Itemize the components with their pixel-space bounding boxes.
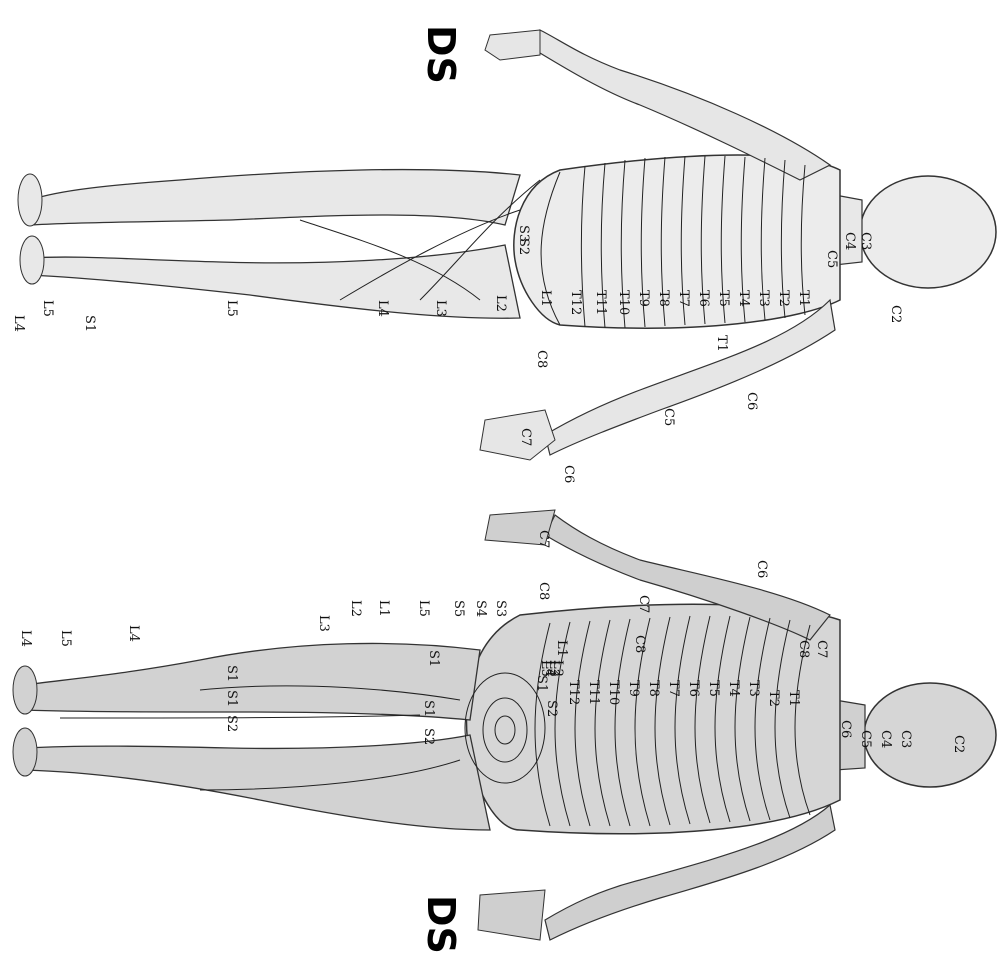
anterior-label: T4 (736, 290, 751, 307)
posterior-label: C3 (898, 730, 913, 748)
posterior-label: S2 (421, 728, 436, 745)
anterior-label: S3 (516, 225, 531, 242)
posterior-label: L4 (126, 625, 141, 642)
anterior-label: L4 (11, 315, 26, 332)
posterior-label: S2 (224, 715, 239, 732)
anterior-hand-top (485, 30, 540, 60)
ds-mark-top: DS (419, 25, 463, 84)
anterior-foot-top (18, 174, 42, 226)
posterior-foot-top (13, 666, 37, 714)
posterior-label: S1 (224, 690, 239, 707)
posterior-label: C7 (636, 595, 651, 613)
anterior-label: C6 (744, 392, 759, 410)
posterior-label: C2 (951, 735, 966, 753)
posterior-label: L5 (58, 630, 73, 647)
posterior-foot-bottom (13, 728, 37, 776)
anterior-label: C5 (661, 408, 676, 426)
anterior-foot-bottom (20, 236, 44, 284)
anterior-label: T1 (796, 290, 811, 307)
anterior-hand-bottom (480, 410, 555, 460)
anterior-label: S1 (82, 315, 97, 332)
anterior-label: L3 (433, 300, 448, 317)
anterior-leg-top (30, 170, 520, 225)
posterior-label: L1 (376, 600, 391, 617)
posterior-label: T8 (646, 680, 661, 697)
anterior-label: C3 (858, 232, 873, 250)
posterior-label: S3 (493, 600, 508, 617)
posterior-label: T6 (686, 680, 701, 697)
posterior-label: C5 (858, 730, 873, 748)
posterior-label: L4 (18, 630, 33, 647)
posterior-label: C7 (536, 530, 551, 548)
posterior-label: C8 (796, 640, 811, 658)
anterior-label: C7 (518, 428, 533, 446)
posterior-label: C6 (754, 560, 769, 578)
posterior-label: S1 (421, 700, 436, 717)
posterior-label: S1 (534, 675, 549, 692)
anterior-label: T3 (756, 290, 771, 307)
posterior-label: C8 (536, 582, 551, 600)
posterior-label: T9 (626, 680, 641, 697)
posterior-label: T4 (726, 680, 741, 697)
anterior-label: C4 (842, 232, 857, 250)
ds-mark-bottom: DS (419, 895, 463, 954)
anterior-label: L1 (538, 290, 553, 307)
posterior-hand-bottom (478, 890, 545, 940)
anterior-label: L4 (375, 300, 390, 317)
posterior-label: T5 (706, 680, 721, 697)
posterior-label: L5 (416, 600, 431, 617)
anterior-label: C5 (824, 250, 839, 268)
posterior-label: T3 (746, 680, 761, 697)
anterior-label: T2 (776, 290, 791, 307)
posterior-label: S1 (224, 665, 239, 682)
anterior-label: T8 (656, 290, 671, 307)
posterior-label: C8 (632, 635, 647, 653)
anterior-label: C2 (888, 305, 903, 323)
posterior-label: L3 (316, 615, 331, 632)
anterior-label: T11 (593, 290, 608, 315)
posterior-label: T12 (566, 680, 581, 705)
posterior-label: T1 (786, 690, 801, 707)
posterior-label: T2 (766, 690, 781, 707)
anterior-figure: C2 C3 C4 C5 C6 C8 C7 C5 C6 T1 T1 T2 T3 T… (11, 30, 996, 483)
anterior-label: L2 (493, 295, 508, 312)
posterior-label: S2 (544, 700, 559, 717)
anterior-head (860, 176, 996, 288)
anterior-label: C6 (561, 465, 576, 483)
posterior-label: S5 (451, 600, 466, 617)
anterior-label: T5 (716, 290, 731, 307)
anterior-label: L5 (224, 300, 239, 317)
anterior-label: T1 (714, 335, 729, 352)
anterior-label: T6 (696, 290, 711, 307)
anterior-label: T10 (616, 290, 631, 315)
posterior-label: T7 (666, 680, 681, 697)
anterior-label: T7 (676, 290, 691, 307)
anterior-label: L5 (40, 300, 55, 317)
anterior-label: T9 (636, 290, 651, 307)
posterior-label: C6 (838, 720, 853, 738)
anterior-label: T12 (568, 290, 583, 315)
posterior-label: T10 (606, 680, 621, 705)
posterior-label: L2 (348, 600, 363, 617)
posterior-label: C7 (814, 640, 829, 658)
anterior-label: C8 (534, 350, 549, 368)
posterior-label: C4 (878, 730, 893, 748)
posterior-label: S4 (473, 600, 488, 617)
posterior-label: T11 (586, 680, 601, 705)
posterior-figure: C2 C3 C4 C5 C6 C7 C8 C6 C7 C7 C8 C8 T1 T… (13, 510, 996, 940)
posterior-label: L1 (554, 640, 569, 657)
posterior-leg-top (25, 643, 480, 720)
posterior-leg-bottom (25, 735, 490, 830)
posterior-label: S1 (426, 650, 441, 667)
